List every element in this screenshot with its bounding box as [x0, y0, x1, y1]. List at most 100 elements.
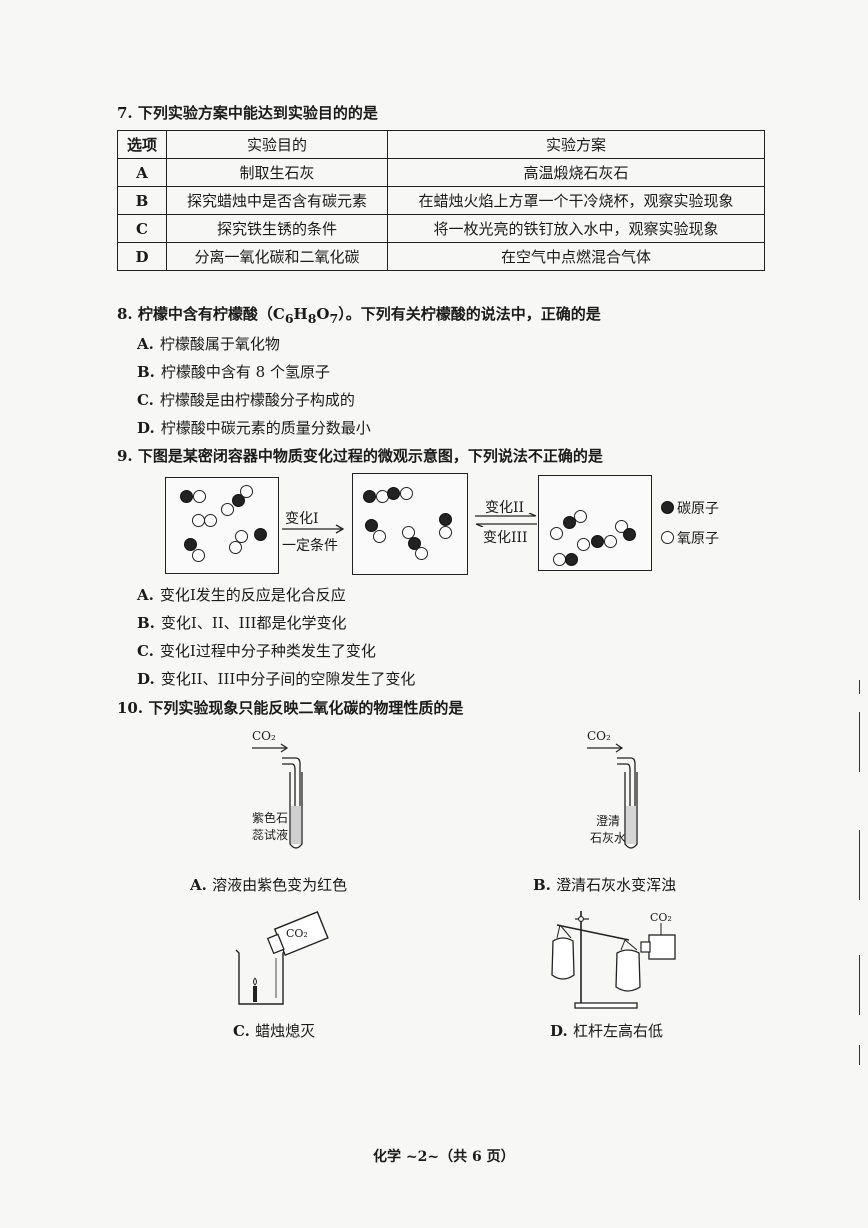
table-cell: 在空气中点燃混合气体 — [387, 242, 765, 271]
oxygen-atom-legend-icon — [661, 531, 674, 544]
oxygen-atom — [229, 541, 242, 554]
carbon-atom — [387, 487, 400, 500]
oxygen-atom — [577, 538, 590, 551]
subscript: 6 — [284, 311, 294, 326]
carbon-atom — [563, 516, 576, 529]
beaker-candle-illustration — [235, 911, 329, 1005]
scan-mark — [859, 712, 866, 772]
q10-caption-c[interactable]: C. 蜡烛熄灭 — [233, 1020, 315, 1041]
option-text: 柠檬酸属于氧化物 — [159, 335, 280, 353]
carbon-atom-legend-icon — [661, 501, 674, 514]
option-letter: B. — [137, 363, 155, 381]
option-text: 变化I过程中分子种类发生了变化 — [159, 642, 376, 660]
arrow2-bottom-label: 变化III — [483, 530, 528, 546]
q10-caption-b[interactable]: B. 澄清石灰水变浑浊 — [533, 874, 676, 895]
q8-stem: 8. 柠檬中含有柠檬酸（C6H8O7）。下列有关柠檬酸的说法中，正确的是 — [117, 303, 601, 326]
option-text: 变化I、II、III都是化学变化 — [160, 614, 347, 632]
double-arrow-icon — [475, 513, 537, 527]
table-cell: B — [117, 186, 167, 215]
option-letter: C. — [233, 1022, 250, 1040]
co2-label-c: CO₂ — [286, 927, 308, 940]
arrow1-top-label: 变化I — [285, 511, 319, 527]
q9-option-b[interactable]: B.变化I、II、III都是化学变化 — [137, 612, 346, 633]
litmus-label-line2: 蕊试液 — [252, 828, 289, 842]
limewater-label-line1: 澄清 — [596, 814, 621, 828]
formula-o: O — [316, 305, 330, 323]
carbon-atom — [591, 535, 604, 548]
scan-mark — [859, 680, 866, 694]
option-letter: D. — [137, 670, 155, 688]
table-row: C 探究铁生锈的条件 将一枚光亮的铁钉放入水中，观察实验现象 — [117, 214, 765, 243]
page-footer: 化学 ~2~（共 6 页） — [373, 1149, 515, 1165]
subscript: 8 — [307, 311, 317, 326]
oxygen-atom — [235, 530, 248, 543]
test-tube-a-illustration — [252, 743, 303, 849]
carbon-atom — [565, 553, 578, 566]
carbon-atom — [184, 538, 197, 551]
carbon-atom — [363, 490, 376, 503]
q8-option-d[interactable]: D.柠檬酸中碳元素的质量分数最小 — [137, 417, 371, 438]
table-row: B 探究蜡烛中是否含有碳元素 在蜡烛火焰上方罩一个干冷烧杯，观察实验现象 — [117, 186, 765, 215]
table-cell: C — [117, 214, 167, 243]
limewater-label-line2: 石灰水 — [590, 831, 627, 845]
option-text: 变化II、III中分子间的空隙发生了变化 — [160, 670, 416, 688]
table-header-cell: 选项 — [117, 130, 167, 159]
table-cell: 高温煅烧石灰石 — [387, 158, 765, 187]
table-header-cell: 实验目的 — [166, 130, 388, 159]
q9-option-a[interactable]: A. 变化I发生的反应是化合反应 — [137, 584, 346, 605]
molecule-box-middle — [352, 473, 468, 575]
oxygen-atom — [400, 487, 413, 500]
option-letter: C. — [137, 642, 154, 660]
table-cell: 制取生石灰 — [166, 158, 388, 187]
option-letter: A. — [190, 876, 207, 894]
carbon-atom — [408, 537, 421, 550]
table-header-row: 选项 实验目的 实验方案 — [117, 130, 765, 159]
option-letter: A. — [137, 586, 154, 604]
table-cell: 探究铁生锈的条件 — [166, 214, 388, 243]
carbon-atom — [623, 528, 636, 541]
option-text: 杠杆左高右低 — [572, 1022, 663, 1040]
oxygen-atom — [204, 514, 217, 527]
oxygen-atom — [574, 510, 587, 523]
lever-balance-illustration — [551, 911, 676, 1009]
option-letter: B. — [533, 876, 551, 894]
table-cell: A — [117, 158, 167, 187]
q8-option-c[interactable]: C.柠檬酸是由柠檬酸分子构成的 — [137, 389, 355, 410]
option-text: 柠檬酸是由柠檬酸分子构成的 — [159, 391, 355, 409]
q10-caption-d[interactable]: D. 杠杆左高右低 — [550, 1020, 663, 1041]
co2-label-b: CO₂ — [587, 729, 611, 743]
q8-option-a[interactable]: A.柠檬酸属于氧化物 — [137, 333, 280, 354]
table-row: A 制取生石灰 高温煅烧石灰石 — [117, 158, 765, 187]
oxygen-atom — [221, 503, 234, 516]
oxygen-atom — [192, 549, 205, 562]
q8-stem-post: ）。下列有关柠檬酸的说法中，正确的是 — [338, 305, 601, 323]
q9-stem: 9. 下图是某密闭容器中物质变化过程的微观示意图，下列说法不正确的是 — [117, 447, 603, 465]
q8-option-b[interactable]: B. 柠檬酸中含有 8 个氢原子 — [137, 361, 330, 382]
option-text: 变化I发生的反应是化合反应 — [159, 586, 346, 604]
scan-mark — [859, 955, 866, 1015]
arrow-right-icon — [282, 524, 345, 534]
table-cell: 在蜡烛火焰上方罩一个干冷烧杯，观察实验现象 — [387, 186, 765, 215]
table-cell: 将一枚光亮的铁钉放入水中，观察实验现象 — [387, 214, 765, 243]
carbon-atom — [254, 528, 267, 541]
q10-stem: 10. 下列实验现象只能反映二氧化碳的物理性质的是 — [117, 699, 464, 717]
q7-table: 选项 实验目的 实验方案 A 制取生石灰 高温煅烧石灰石 B 探究蜡烛中是否含有… — [117, 130, 765, 271]
legend-oxygen: 氧原子 — [677, 531, 719, 547]
option-text: 柠檬酸中碳元素的质量分数最小 — [160, 419, 371, 437]
q9-option-d[interactable]: D. 变化II、III中分子间的空隙发生了变化 — [137, 668, 415, 689]
q7-stem: 7. 下列实验方案中能达到实验目的的是 — [117, 104, 378, 122]
co2-label-a: CO₂ — [252, 729, 276, 743]
co2-label-d: CO₂ — [650, 911, 672, 924]
q9-option-c[interactable]: C. 变化I过程中分子种类发生了变化 — [137, 640, 376, 661]
oxygen-atom — [550, 527, 563, 540]
oxygen-atom — [604, 535, 617, 548]
table-cell: 探究蜡烛中是否含有碳元素 — [166, 186, 388, 215]
scan-mark — [859, 830, 866, 900]
table-header-cell: 实验方案 — [387, 130, 765, 159]
scan-mark — [859, 1045, 866, 1065]
option-text: 柠檬酸中含有 8 个氢原子 — [160, 363, 330, 381]
option-text: 蜡烛熄灭 — [255, 1022, 316, 1040]
q10-caption-a[interactable]: A. 溶液由紫色变为红色 — [190, 874, 347, 895]
test-tube-b-illustration — [587, 743, 638, 849]
oxygen-atom — [240, 485, 253, 498]
